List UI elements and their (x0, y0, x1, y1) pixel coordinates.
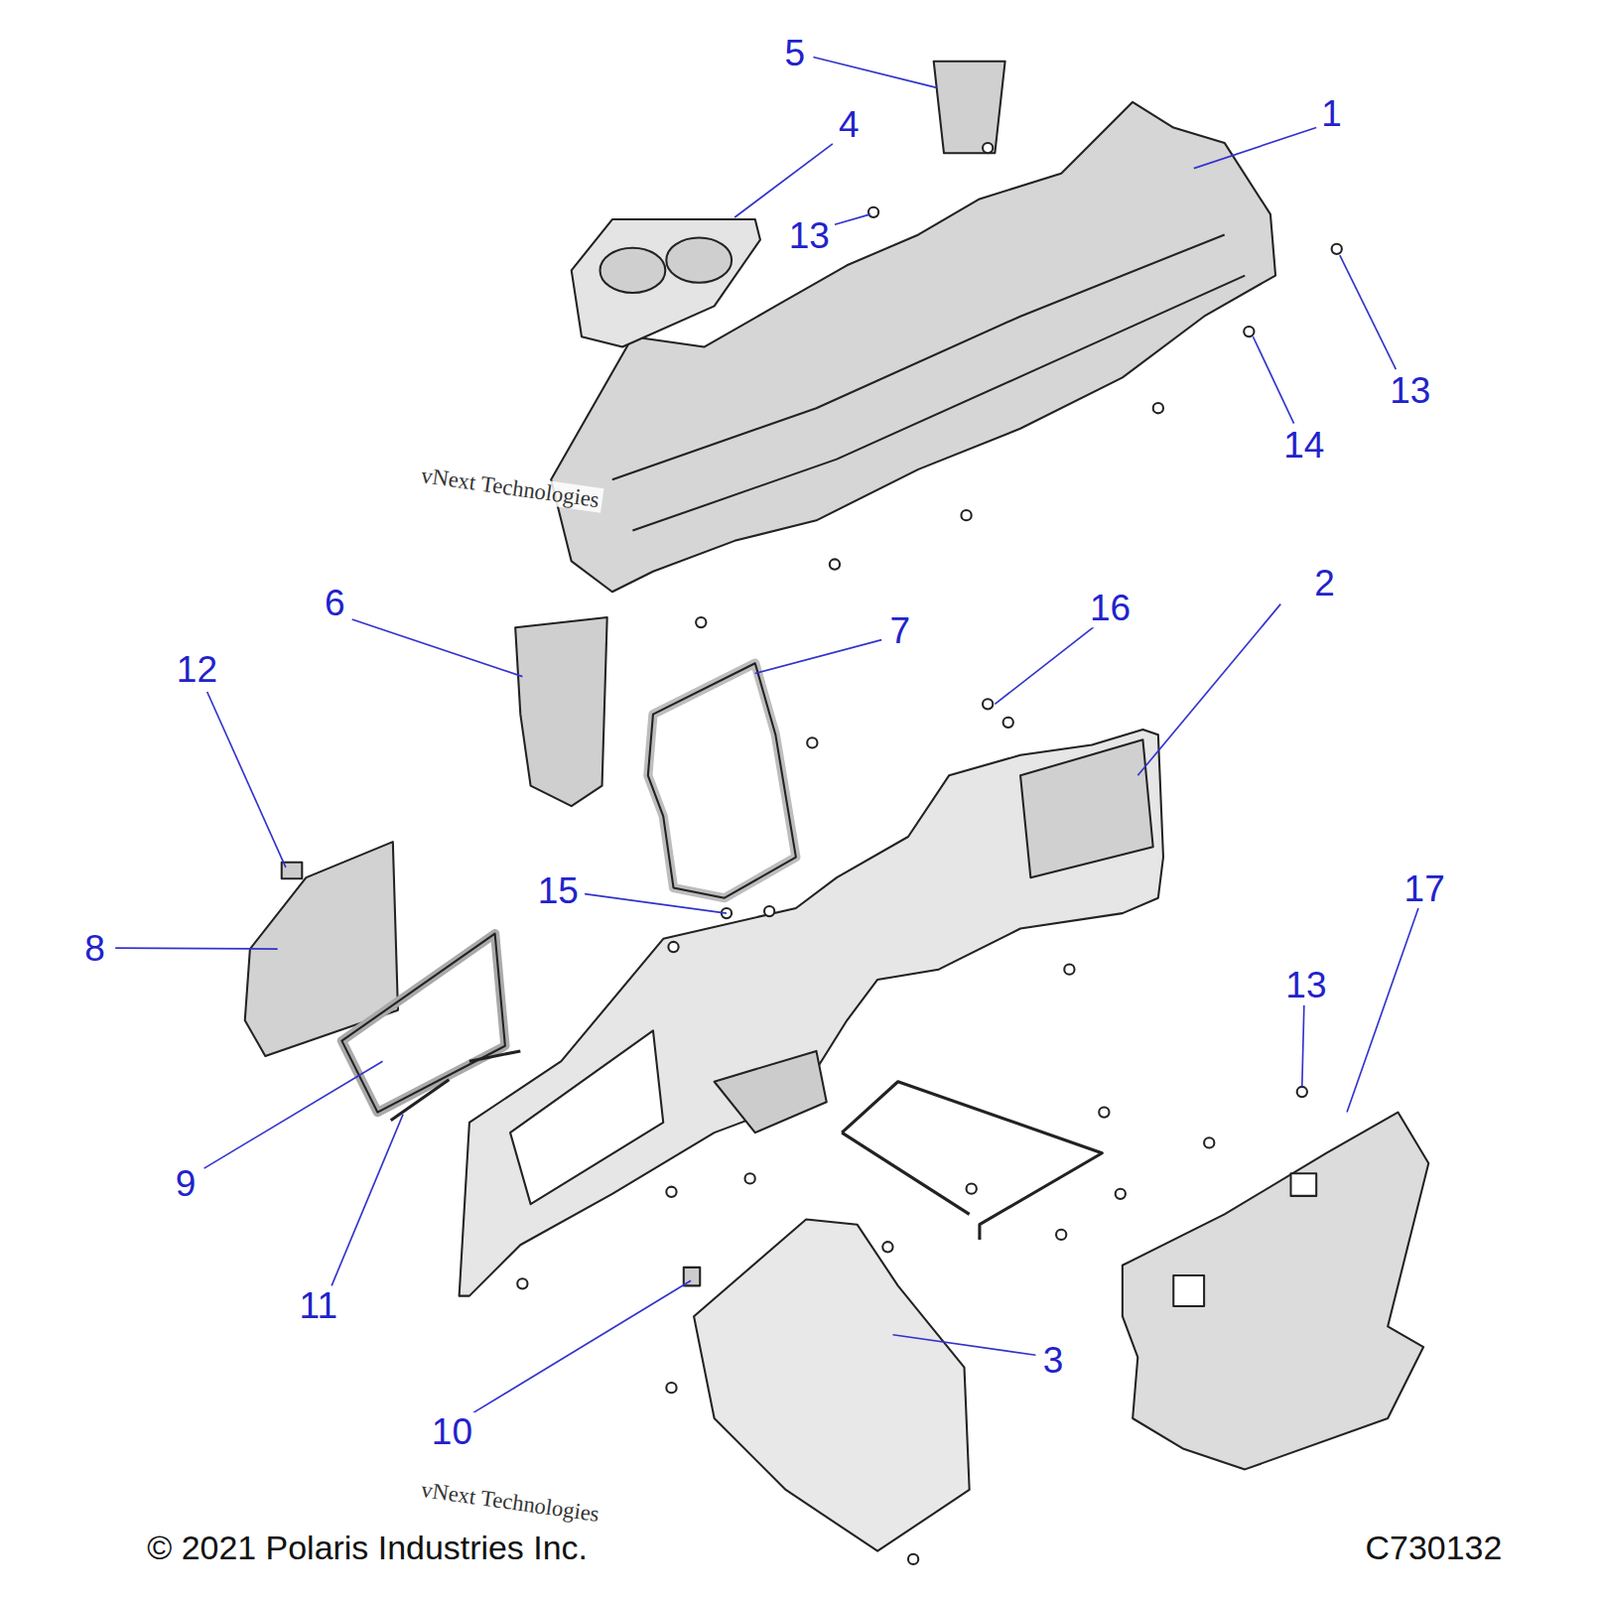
callout-number: 7 (887, 611, 913, 651)
callout-number: 6 (322, 583, 348, 623)
callout-number: 1 (1319, 95, 1344, 134)
callout-number: 8 (82, 930, 108, 969)
watermark: vNext Technologies (416, 1476, 605, 1527)
callout-number: 9 (173, 1164, 199, 1203)
callout-number: 10 (429, 1412, 475, 1452)
callout-number: 15 (535, 871, 581, 911)
callout-number: 5 (783, 33, 808, 73)
callout-number: 14 (1281, 425, 1327, 465)
footer-text: C730132 (1365, 1531, 1503, 1566)
callout-number: 17 (1402, 869, 1448, 909)
callout-number: 11 (296, 1286, 340, 1326)
callout-number: 13 (787, 216, 832, 256)
callout-number: 12 (174, 650, 220, 689)
callout-number: 2 (1312, 564, 1337, 604)
footer-text: © 2021 Polaris Industries Inc. (146, 1531, 588, 1566)
callout-number: 13 (1387, 371, 1433, 410)
callout-number: 3 (1041, 1340, 1067, 1380)
callout-number: 13 (1283, 966, 1329, 1006)
callout-number: 16 (1087, 588, 1133, 628)
callout-number: 4 (836, 105, 862, 144)
